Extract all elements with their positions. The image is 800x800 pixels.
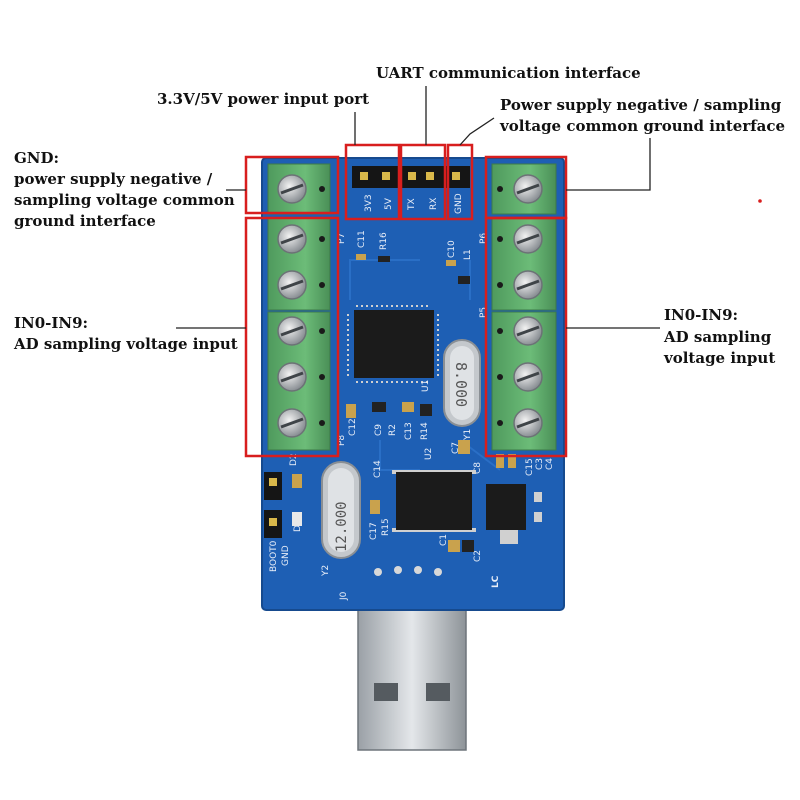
screw-slot xyxy=(280,233,304,245)
smd-components-top: C11 R16 C10 L1 xyxy=(356,230,473,284)
screw-slot xyxy=(280,183,304,195)
screw-slot xyxy=(516,279,540,291)
terminal-wire-hole xyxy=(497,236,503,242)
terminal-wire-hole xyxy=(497,328,503,334)
port-p5-label: P5 xyxy=(479,307,489,318)
pin-label-3v3: 3V3 xyxy=(364,194,374,212)
terminal-wire-hole xyxy=(497,186,503,192)
silk-y1: Y1 xyxy=(463,429,473,441)
usb-plug xyxy=(357,589,467,751)
stray-red-dot xyxy=(758,199,762,203)
silk-y2: Y2 xyxy=(321,565,331,577)
silk-gnd-small: GND xyxy=(281,545,291,566)
boot-jumpers: BOOT0 GND D1 D2 xyxy=(264,453,303,572)
screw-slot xyxy=(280,371,304,383)
highlight-left-gnd xyxy=(244,155,340,215)
label-in-left-body: AD sampling voltage input xyxy=(14,335,238,353)
pin-header: 3V3 5V TX RX GND xyxy=(352,166,470,214)
pin-label-rx: RX xyxy=(429,198,439,210)
silk-c4: C4 xyxy=(545,458,555,470)
label-in-left-title: IN0-IN9: xyxy=(14,314,89,332)
pin-label-5v: 5V xyxy=(384,197,394,210)
leader-lines xyxy=(176,86,660,329)
port-p6-label: P6 xyxy=(479,233,489,244)
label-gnd-left-body: power supply negative / sampling voltage… xyxy=(14,170,235,230)
silk-c15: C15 xyxy=(525,458,535,476)
crystal-usb-label: 12.000 xyxy=(334,501,350,552)
terminal-wire-hole xyxy=(319,328,325,334)
label-gnd-left-title: GND: xyxy=(14,149,60,167)
screw-slot xyxy=(516,233,540,245)
silk-c2: C2 xyxy=(473,550,483,562)
terminal-wire-hole xyxy=(319,186,325,192)
label-power-port: 3.3V/5V power input port xyxy=(157,90,370,108)
leader-gnd-pin xyxy=(459,117,495,146)
silk-c9: C9 xyxy=(374,424,384,436)
brand-lc: LC xyxy=(491,575,501,588)
screw-slot xyxy=(516,371,540,383)
silk-c14: C14 xyxy=(373,460,383,478)
screw-slot xyxy=(280,417,304,429)
screw-slot xyxy=(280,279,304,291)
silk-c17: C17 xyxy=(369,522,379,540)
label-in-right-body: AD sampling voltage input xyxy=(664,328,776,367)
screw-slot xyxy=(280,325,304,337)
label-gnd-right: Power supply negative / sampling voltage… xyxy=(500,96,786,135)
pin-label-gnd: GND xyxy=(454,193,464,214)
crystal-main: 8.000 Y1 C7 xyxy=(443,339,481,454)
terminal-block-right xyxy=(491,163,557,451)
silk-j0: J0 xyxy=(339,591,349,601)
silk-l1: L1 xyxy=(463,249,473,260)
silk-c13: C13 xyxy=(404,422,414,440)
silk-c7: C7 xyxy=(451,442,461,454)
crystal-usb: 12.000 Y2 xyxy=(321,461,361,577)
terminal-wire-hole xyxy=(497,282,503,288)
silk-u2: U2 xyxy=(424,448,434,460)
silk-boot0: BOOT0 xyxy=(269,540,279,572)
highlight-power-pins xyxy=(344,143,401,221)
highlight-right-inputs xyxy=(484,216,568,458)
mcu-chip: U1 xyxy=(347,305,439,392)
screw-slot xyxy=(516,325,540,337)
smd-components-bottom: C14 C17 R15 C1 C2 J0 LC xyxy=(339,460,501,601)
silk-r2: R2 xyxy=(388,424,398,436)
terminal-block-left xyxy=(267,163,331,451)
silk-c8: C8 xyxy=(473,462,483,474)
terminal-wire-hole xyxy=(319,282,325,288)
silk-d2: D2 xyxy=(289,453,299,466)
terminal-wire-hole xyxy=(319,420,325,426)
silk-c10: C10 xyxy=(447,240,457,258)
terminal-screws xyxy=(277,174,543,438)
voltage-regulator xyxy=(486,484,542,544)
highlight-uart-pins xyxy=(399,143,447,221)
silk-u1: U1 xyxy=(421,380,431,392)
label-in-right-title: IN0-IN9: xyxy=(664,306,739,324)
highlight-boxes xyxy=(244,143,568,458)
crystal-main-label: 8.000 xyxy=(452,362,470,407)
silk-c3: C3 xyxy=(535,458,545,470)
screw-slot xyxy=(516,183,540,195)
silk-c11: C11 xyxy=(357,230,367,248)
port-p7-label: P7 xyxy=(337,233,347,244)
silk-c1: C1 xyxy=(439,534,449,546)
highlight-left-inputs xyxy=(244,216,340,458)
usb-interface-chip xyxy=(392,470,476,532)
terminal-wire-hole xyxy=(497,374,503,380)
label-uart: UART communication interface xyxy=(376,64,641,82)
pin-label-tx: TX xyxy=(407,198,417,211)
silk-r14: R14 xyxy=(420,422,430,440)
terminal-wire-hole xyxy=(319,236,325,242)
smd-components-middle: C12 C9 R2 C13 R14 U2 C8 C15 C3 C4 xyxy=(346,402,555,476)
silk-r16: R16 xyxy=(379,232,389,250)
leader-right-gnd xyxy=(566,138,651,191)
port-p8-label: P8 xyxy=(337,435,347,446)
terminal-wire-hole xyxy=(497,420,503,426)
silk-r15: R15 xyxy=(381,518,391,536)
silk-c12: C12 xyxy=(348,418,358,436)
screw-slot xyxy=(516,417,540,429)
terminal-wire-hole xyxy=(319,374,325,380)
